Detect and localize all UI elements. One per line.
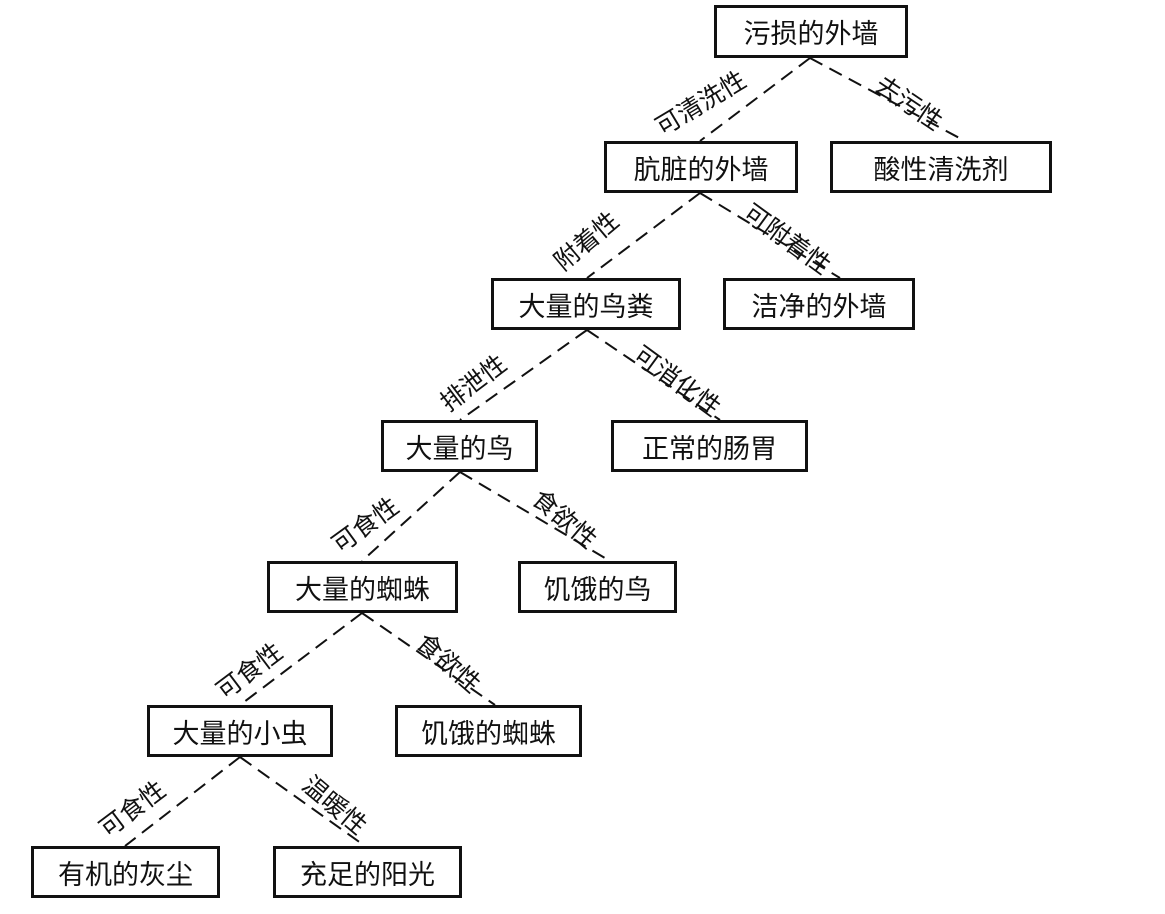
edge-line-warmth <box>239 756 366 847</box>
edge-line-edible-1 <box>361 471 461 562</box>
edge-line-excretion <box>459 329 588 421</box>
edge-line-edible-2 <box>239 612 363 706</box>
edge-line-washable <box>699 57 811 142</box>
node-hungry-bird: 饥饿的鸟 <box>518 561 677 613</box>
edge-line-decontaminate <box>809 57 966 142</box>
node-normal-digestion: 正常的肠胃 <box>611 420 808 472</box>
node-many-spiders: 大量的蜘蛛 <box>267 561 458 613</box>
node-dirty-damaged-wall: 污损的外墙 <box>714 5 908 58</box>
node-organic-dust: 有机的灰尘 <box>31 846 220 898</box>
node-filthy-wall: 肮脏的外墙 <box>604 141 798 193</box>
edge-line-appetite-1 <box>459 471 611 562</box>
edge-line-appetite-2 <box>361 612 496 706</box>
edge-line-digestible <box>586 329 721 421</box>
node-clean-wall: 洁净的外墙 <box>723 278 915 330</box>
node-hungry-spider: 饥饿的蜘蛛 <box>395 705 582 757</box>
node-many-insects: 大量的小虫 <box>147 705 333 757</box>
edge-line-adhesion <box>586 192 701 279</box>
node-many-birds: 大量的鸟 <box>381 420 538 472</box>
node-bird-droppings: 大量的鸟粪 <box>491 278 681 330</box>
node-ample-sunlight: 充足的阳光 <box>273 846 462 898</box>
edge-line-adherable <box>699 192 841 279</box>
node-acid-cleaner: 酸性清洗剂 <box>830 141 1052 193</box>
edge-line-edible-3 <box>124 756 241 847</box>
